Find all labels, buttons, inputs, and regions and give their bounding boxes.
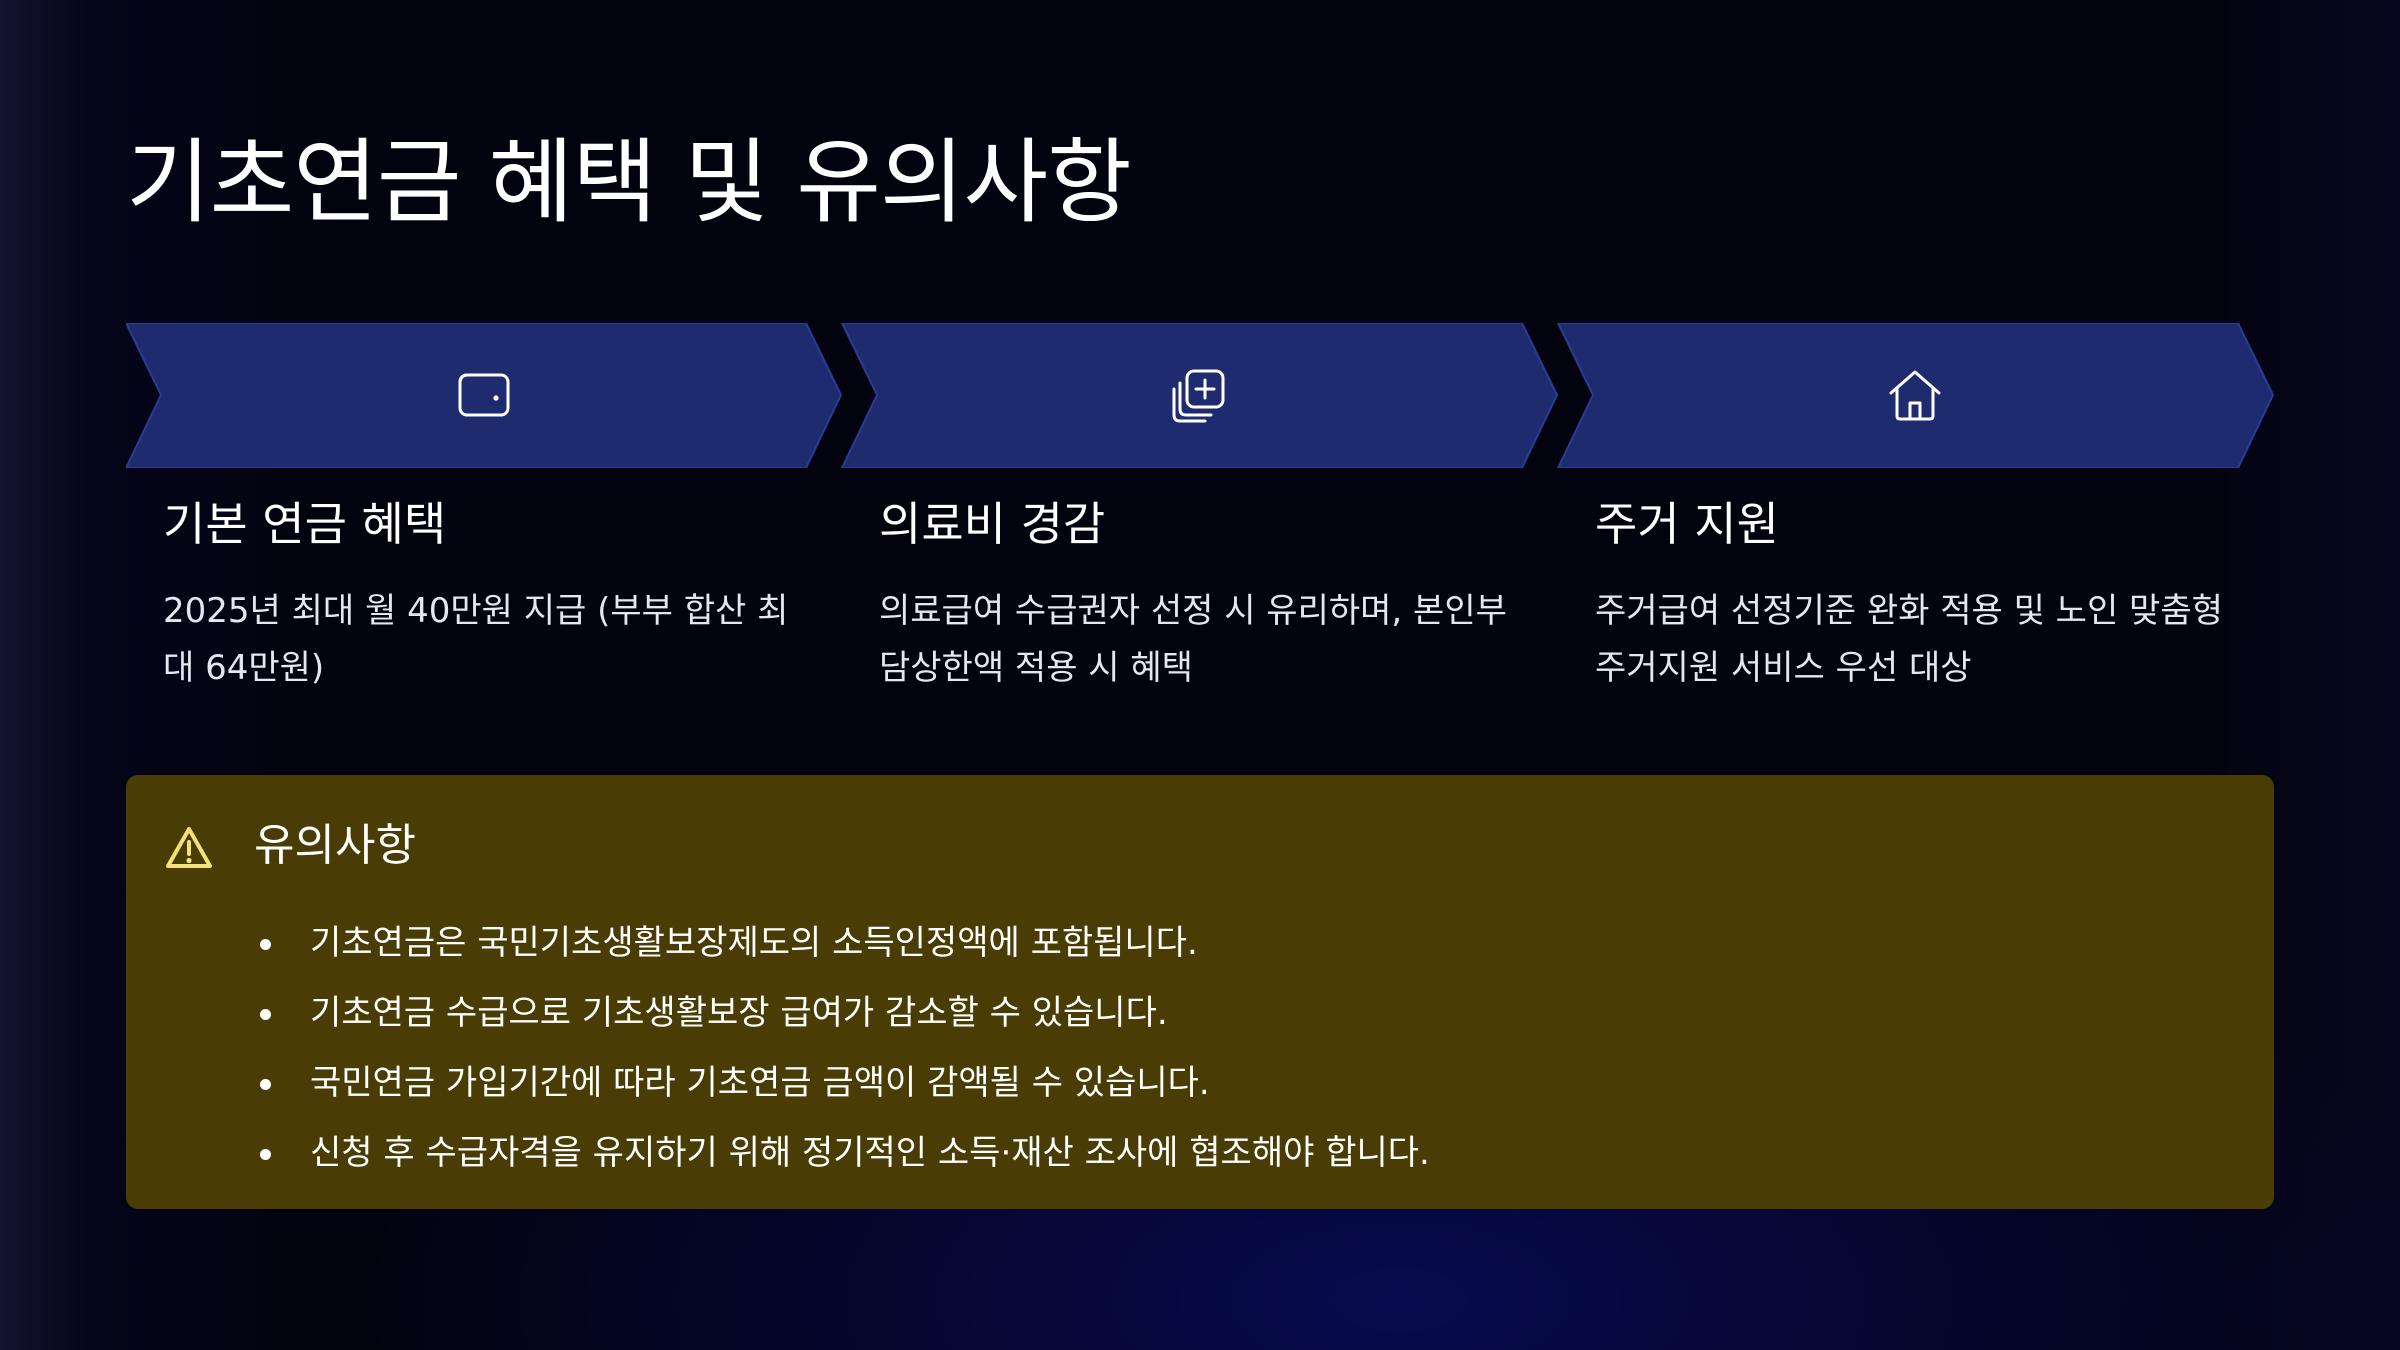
bullet-icon [260,1009,271,1020]
chevron-shapes [126,323,2275,468]
wallet-icon [458,373,510,417]
benefit-card-basic: 기본 연금 혜택 2025년 최대 월 40만원 지급 (부부 합산 최대 64… [163,495,803,697]
medical-plus-icon [1172,369,1225,423]
list-item: 국민연금 가입기간에 따라 기초연금 금액이 감액될 수 있습니다. [260,1048,1430,1118]
notice-box: 유의사항 기초연금은 국민기초생활보장제도의 소득인정액에 포함됩니다. 기초연… [126,775,2274,1209]
home-icon [1889,370,1941,421]
bullet-icon [260,1149,271,1160]
list-item: 기초연금은 국민기초생활보장제도의 소득인정액에 포함됩니다. [260,908,1430,978]
benefit-card-medical: 의료비 경감 의료급여 수급권자 선정 시 유리하며, 본인부담상한액 적용 시… [879,495,1519,697]
card-description: 의료급여 수급권자 선정 시 유리하며, 본인부담상한액 적용 시 혜택 [879,590,1507,688]
list-item-text: 기초연금 수급으로 기초생활보장 급여가 감소할 수 있습니다. [310,993,1168,1033]
card-title: 기본 연금 혜택 [163,497,447,551]
chevron-1 [126,323,843,468]
chevron-3 [1556,323,2275,468]
bullet-icon [260,939,271,950]
benefit-chevron-bar [126,323,2276,468]
card-description: 2025년 최대 월 40만원 지급 (부부 합산 최대 64만원) [163,590,789,688]
bullet-icon [260,1079,271,1090]
warning-icon [166,827,212,868]
list-item: 기초연금 수급으로 기초생활보장 급여가 감소할 수 있습니다. [260,978,1430,1048]
page-title: 기초연금 혜택 및 유의사항 [126,129,1132,236]
card-title: 의료비 경감 [879,497,1106,551]
list-item: 신청 후 수급자격을 유지하기 위해 정기적인 소득·재산 조사에 협조해야 합… [260,1118,1430,1188]
list-item-text: 국민연금 가입기간에 따라 기초연금 금액이 감액될 수 있습니다. [310,1063,1210,1103]
card-description: 주거급여 선정기준 완화 적용 및 노인 맞춤형 주거지원 서비스 우선 대상 [1595,590,2223,688]
notice-title: 유의사항 [254,820,416,871]
chevron-2 [840,323,1559,468]
notice-list: 기초연금은 국민기초생활보장제도의 소득인정액에 포함됩니다. 기초연금 수급으… [260,908,1430,1188]
card-title: 주거 지원 [1595,497,1779,551]
benefit-card-housing: 주거 지원 주거급여 선정기준 완화 적용 및 노인 맞춤형 주거지원 서비스 … [1595,495,2235,697]
list-item-text: 기초연금은 국민기초생활보장제도의 소득인정액에 포함됩니다. [310,923,1198,963]
list-item-text: 신청 후 수급자격을 유지하기 위해 정기적인 소득·재산 조사에 협조해야 합… [310,1133,1430,1173]
